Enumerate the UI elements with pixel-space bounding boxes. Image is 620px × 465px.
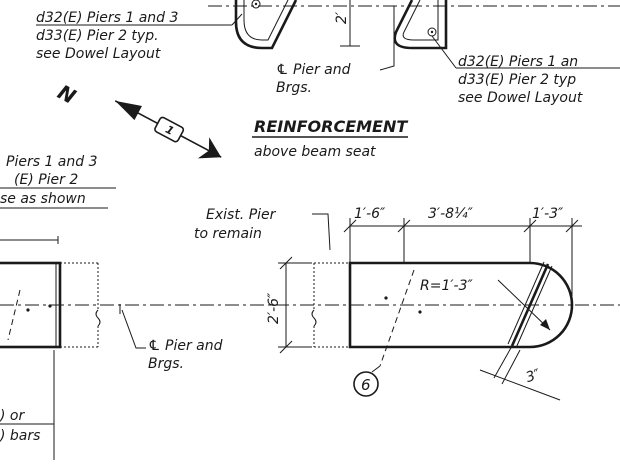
label-line: ℄ Pier and <box>276 62 351 78</box>
label-line: se as shown <box>0 191 86 207</box>
dowel-circle <box>251 0 261 9</box>
label-line: see Dowel Layout <box>36 46 161 62</box>
subtitle-text: above beam seat <box>254 144 376 160</box>
label-line: (E) Pier 2 <box>14 172 78 188</box>
callout-circle-icon: 6 <box>353 365 381 397</box>
pier-end-right <box>393 0 448 50</box>
pier-end-left <box>234 0 298 50</box>
label-cl-pier-mid: ℄ Pier and Brgs. <box>119 304 223 372</box>
section-title: REINFORCEMENT above beam seat <box>252 117 408 160</box>
label-line: d33(E) Pier 2 typ <box>458 72 576 88</box>
label-left-mid: Piers 1 and 3 (E) Pier 2 se as shown <box>0 154 116 209</box>
label-line: ℄ Pier and <box>148 338 223 354</box>
north-arrow-icon: 1 <box>114 100 222 159</box>
label-line: see Dowel Layout <box>458 90 583 106</box>
dimension-top-vertical: 2′ <box>334 0 360 47</box>
callout-number: 6 <box>361 376 371 394</box>
dimension-bottom-offset: 3″ <box>479 345 561 401</box>
label-line: Brgs. <box>276 80 312 96</box>
label-line: Piers 1 and 3 <box>6 154 98 170</box>
title-text: REINFORCEMENT <box>254 117 408 136</box>
dimension-string-top: 1′-6″ 3′-8¼″ 1′-3″ <box>343 206 582 296</box>
label-line: to remain <box>194 226 262 242</box>
label-line: d33(E) Pier 2 typ. <box>36 28 159 44</box>
dimension-side: 2′-6″ <box>266 256 312 354</box>
label-cl-pier-top: ℄ Pier and Brgs. <box>276 6 395 96</box>
pier-left-plan <box>0 236 101 349</box>
label-line: ) bars <box>0 428 40 444</box>
north-letter: N <box>54 80 80 109</box>
label-exist-pier: Exist. Pier to remain <box>194 207 331 251</box>
label-line: d32(E) Piers 1 and 3 <box>36 10 178 26</box>
label-bottom-left: ) or ) bars <box>0 350 55 460</box>
dimension-text: 3′-8¼″ <box>428 206 474 222</box>
label-top-right: d32(E) Piers 1 an d33(E) Pier 2 typ see … <box>431 35 620 106</box>
label-line: d32(E) Piers 1 an <box>458 54 578 70</box>
label-top-left: d32(E) Piers 1 and 3 d33(E) Pier 2 typ. … <box>36 10 243 62</box>
radius-label: R=1′-3″ <box>420 278 474 294</box>
dimension-text: 2′-6″ <box>266 292 282 324</box>
label-line: Exist. Pier <box>206 207 277 223</box>
label-line: ) or <box>0 408 25 424</box>
dimension-text: 2′ <box>334 11 350 24</box>
dimension-text: 1′-3″ <box>532 206 564 222</box>
dimension-text: 3″ <box>524 366 543 386</box>
dimension-text: 1′-6″ <box>354 206 386 222</box>
label-line: Brgs. <box>148 356 184 372</box>
pier-right-plan: R=1′-3″ <box>311 261 574 367</box>
